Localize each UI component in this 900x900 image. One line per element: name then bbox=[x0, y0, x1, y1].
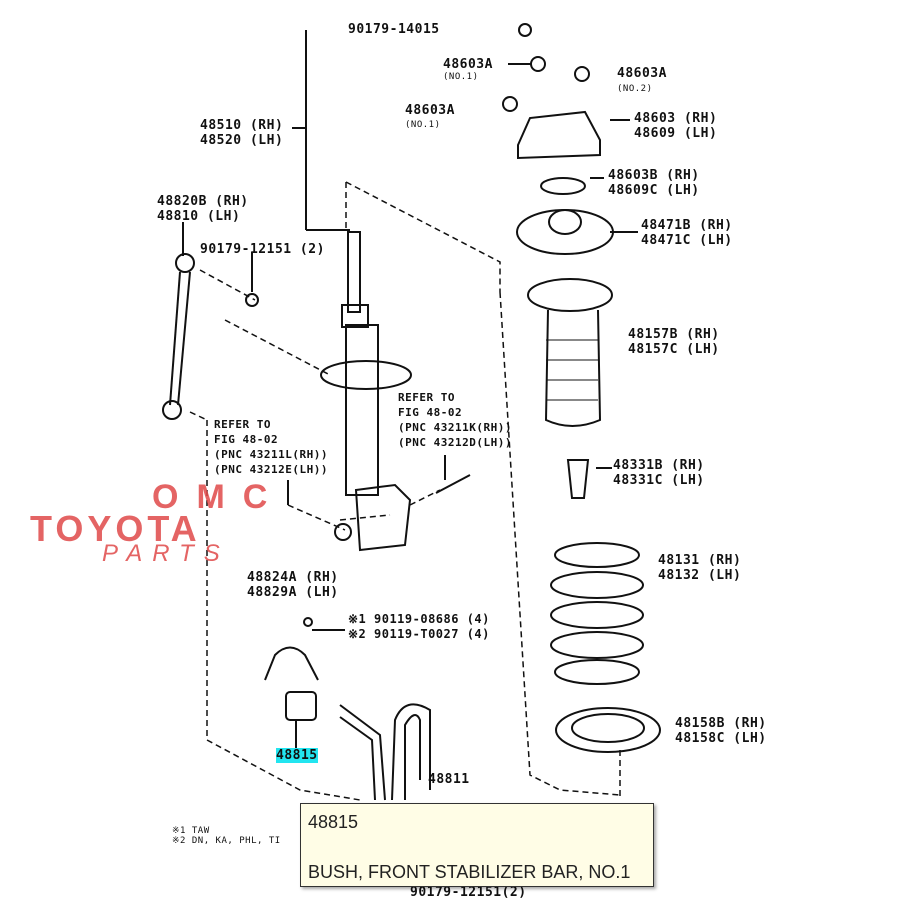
stabilizer-link bbox=[162, 253, 259, 420]
logo-line-3: PARTS bbox=[102, 540, 230, 567]
part-label-48603a[interactable]: 48603A bbox=[617, 66, 667, 81]
upper-mount-parts bbox=[502, 23, 614, 255]
part-tooltip: 48815 BUSH, FRONT STABILIZER BAR, NO.1 bbox=[300, 803, 654, 887]
tooltip-part-number: 48815 bbox=[308, 812, 359, 832]
footnotes: ※1 TAW ※2 DN, KA, PHL, TI bbox=[172, 826, 281, 846]
assembly-boundary bbox=[189, 181, 621, 801]
part-label-48824a[interactable]: 48824A (RH) 48829A (LH) bbox=[247, 570, 339, 600]
bump-stopper-boot bbox=[527, 278, 613, 427]
tooltip-description: BUSH, FRONT STABILIZER BAR, NO.1 bbox=[308, 862, 631, 882]
part-label-48603b[interactable]: 48603B (RH) 48609C (LH) bbox=[608, 168, 700, 198]
spring-insulator bbox=[555, 707, 661, 753]
part-note: (NO.2) bbox=[617, 84, 653, 94]
refer-note-left[interactable]: REFER TO FIG 48-02 (PNC 43211L(RH)) (PNC… bbox=[214, 418, 328, 476]
part-label-48158[interactable]: 48158B (RH) 48158C (LH) bbox=[675, 716, 767, 746]
logo-line-1: OMC bbox=[152, 478, 286, 516]
part-label-48331[interactable]: 48331B (RH) 48331C (LH) bbox=[613, 458, 705, 488]
part-note: (NO.1) bbox=[443, 72, 479, 82]
part-label-48471[interactable]: 48471B (RH) 48471C (LH) bbox=[641, 218, 733, 248]
logo-line-2: TOYOTA bbox=[30, 508, 201, 549]
shock-absorber bbox=[320, 231, 471, 552]
part-label-48603a[interactable]: 48603A bbox=[405, 103, 455, 118]
part-label-48510[interactable]: 48510 (RH) 48520 (LH) bbox=[200, 118, 284, 148]
part-note: (NO.1) bbox=[405, 120, 441, 130]
part-label-48131[interactable]: 48131 (RH) 48132 (LH) bbox=[658, 553, 742, 583]
part-label-48820b[interactable]: 48820B (RH) 48810 (LH) bbox=[157, 194, 249, 224]
coil-spring bbox=[550, 542, 644, 685]
part-label-48815-highlighted[interactable]: 48815 bbox=[276, 748, 318, 763]
part-label-90119[interactable]: ※1 90119-08686 (4) ※2 90119-T0027 (4) bbox=[348, 612, 490, 641]
part-label-48603[interactable]: 48603 (RH) 48609 (LH) bbox=[634, 111, 718, 141]
part-label-48157[interactable]: 48157B (RH) 48157C (LH) bbox=[628, 327, 720, 357]
stabilizer-bar bbox=[339, 703, 431, 801]
bump-stopper bbox=[566, 459, 590, 499]
bracket-and-bush bbox=[264, 617, 319, 721]
part-label-90179-12151[interactable]: 90179-12151 (2) bbox=[200, 242, 325, 257]
part-label-48603a[interactable]: 48603A bbox=[443, 57, 493, 72]
part-label-90179-14015[interactable]: 90179-14015 bbox=[348, 22, 440, 37]
refer-note-right[interactable]: REFER TO FIG 48-02 (PNC 43211K(RH)) (PNC… bbox=[398, 391, 512, 449]
part-label-90179-12151-bottom[interactable]: 90179-12151(2) bbox=[410, 885, 527, 900]
part-label-48811[interactable]: 48811 bbox=[428, 772, 470, 787]
